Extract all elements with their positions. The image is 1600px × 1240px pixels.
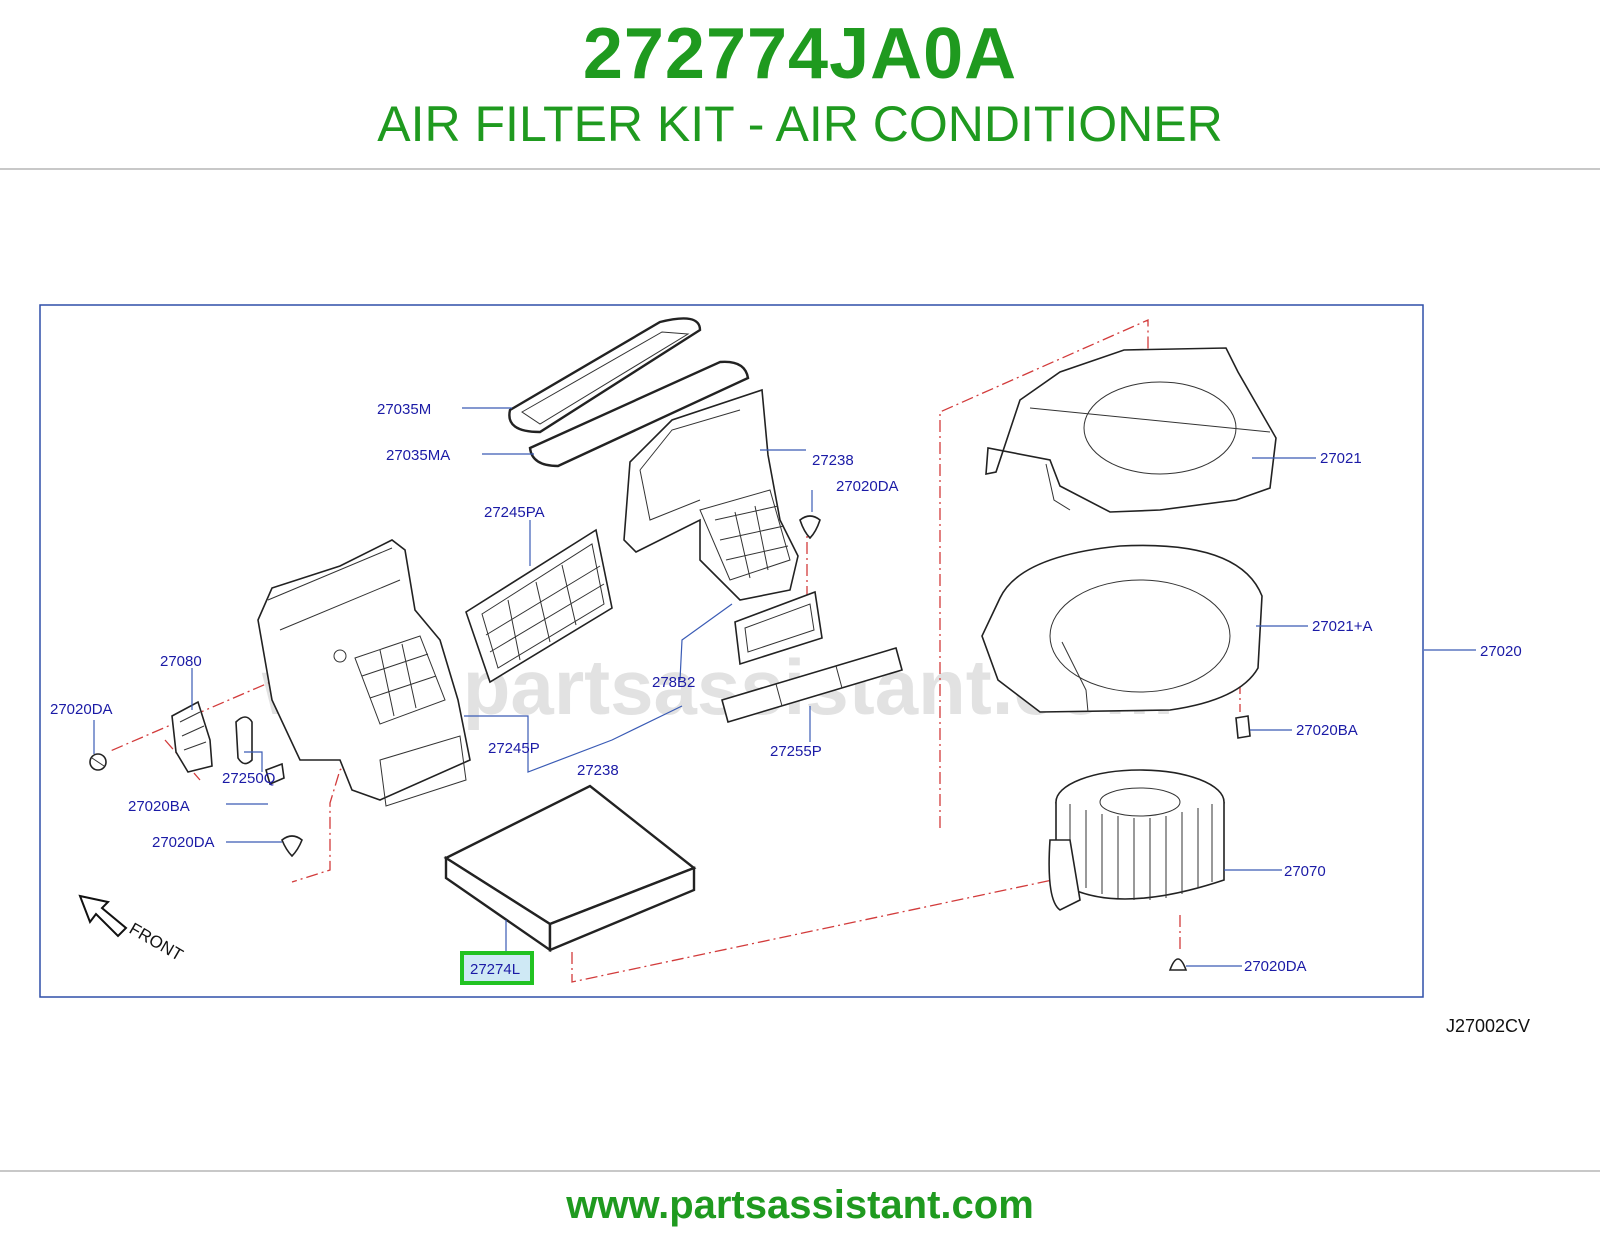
part-27035M-gasket: [508, 317, 702, 434]
callout-27255P[interactable]: 27255P: [770, 743, 822, 760]
part-27274L-cabin-filter: [443, 784, 697, 953]
part-27080-actuator: [171, 700, 213, 773]
callout-27238-mid[interactable]: 27238: [577, 762, 619, 779]
highlight-box: [460, 951, 534, 985]
callout-27021A[interactable]: 27021+A: [1312, 618, 1372, 635]
callout-27245PA[interactable]: 27245PA: [484, 504, 545, 521]
front-arrow-icon: [78, 894, 128, 938]
callout-27020DA-br[interactable]: 27020DA: [1244, 958, 1307, 975]
part-description: AIR FILTER KIT - AIR CONDITIONER: [377, 96, 1223, 152]
part-27250Q-link: [235, 716, 253, 765]
footer-divider: [0, 1170, 1600, 1172]
part-number-title: 272774JA0A: [582, 14, 1018, 94]
header-divider: [0, 168, 1600, 170]
part-27021A-lower-case: [981, 544, 1263, 713]
leader-lines: [93, 407, 1476, 967]
callout-27250Q[interactable]: 27250Q: [222, 770, 275, 787]
part-clip-27020DA-left: [89, 753, 107, 771]
highlighted-part-callout[interactable]: 27274L: [460, 951, 534, 985]
callout-27020DA-bottom[interactable]: 27020DA: [152, 834, 215, 851]
callout-27238-top[interactable]: 27238: [812, 452, 854, 469]
callout-27020[interactable]: 27020: [1480, 643, 1522, 660]
part-clip-27020BA-left: [265, 762, 285, 786]
part-27035MA-gasket: [528, 360, 750, 468]
part-27238-upper-housing: [623, 388, 799, 601]
part-278B2-frame: [734, 590, 823, 666]
part-27021-upper-case: [985, 347, 1277, 513]
callout-27245P[interactable]: 27245P: [488, 740, 540, 757]
part-left-housing: [257, 539, 471, 807]
part-27255P-filter: [721, 646, 903, 724]
part-27070-blower-motor: [1048, 769, 1225, 911]
footer-url-link[interactable]: www.partsassistant.com: [566, 1183, 1034, 1227]
callout-27020DA-top[interactable]: 27020DA: [836, 478, 899, 495]
part-clip-27020DA-br: [1168, 958, 1188, 971]
front-label: FRONT: [126, 919, 186, 965]
callout-27020BA-left[interactable]: 27020BA: [128, 798, 190, 815]
callout-27035MA[interactable]: 27035MA: [386, 447, 450, 464]
part-clip-27020DA-top: [799, 515, 821, 540]
callout-27080[interactable]: 27080: [160, 653, 202, 670]
diagram-code: J27002CV: [1446, 1016, 1531, 1036]
part-clip-27020BA-right: [1235, 715, 1251, 739]
callout-27274L[interactable]: 27274L: [470, 961, 520, 978]
diagram-frame: [39, 304, 1424, 998]
callout-27070[interactable]: 27070: [1284, 863, 1326, 880]
callout-27035M[interactable]: 27035M: [377, 401, 431, 418]
part-clip-27020DA-bottom: [281, 835, 303, 858]
callout-27020DA-left[interactable]: 27020DA: [50, 701, 113, 718]
header: 272774JA0A AIR FILTER KIT - AIR CONDITIO…: [0, 0, 1600, 168]
callout-278B2[interactable]: 278B2: [652, 674, 695, 691]
callout-27020BA-right[interactable]: 27020BA: [1296, 722, 1358, 739]
callout-27021[interactable]: 27021: [1320, 450, 1362, 467]
part-27245PA-filter-frame: [465, 528, 613, 684]
